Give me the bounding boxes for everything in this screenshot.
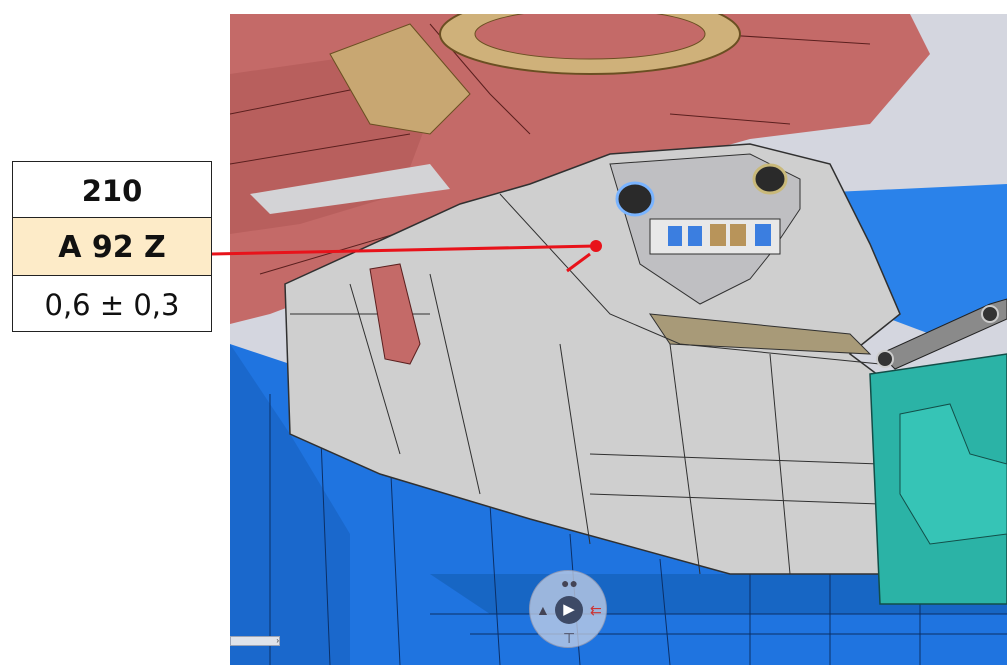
- cad-model-render: [230, 14, 1007, 665]
- navigation-compass-icon[interactable]: ●● ▲ ⇇ ⊤ ▶: [529, 570, 607, 648]
- annotation-number: 210: [13, 162, 211, 218]
- cad-3d-viewport[interactable]: [230, 14, 1007, 665]
- annotation-label-box: 210 A 92 Z 0,6 ± 0,3: [12, 161, 212, 332]
- annotation-tolerance: 0,6 ± 0,3: [44, 288, 180, 322]
- tree-icon[interactable]: ⊤: [563, 630, 576, 646]
- perspective-icon[interactable]: ▲: [536, 602, 550, 618]
- annotation-code: A 92 Z: [13, 218, 211, 276]
- share-icon[interactable]: ⇇: [590, 602, 602, 618]
- people-icon[interactable]: ●●: [561, 575, 578, 591]
- play-icon[interactable]: ▶: [555, 596, 583, 624]
- scroll-arrow-icon[interactable]: ›: [230, 636, 280, 646]
